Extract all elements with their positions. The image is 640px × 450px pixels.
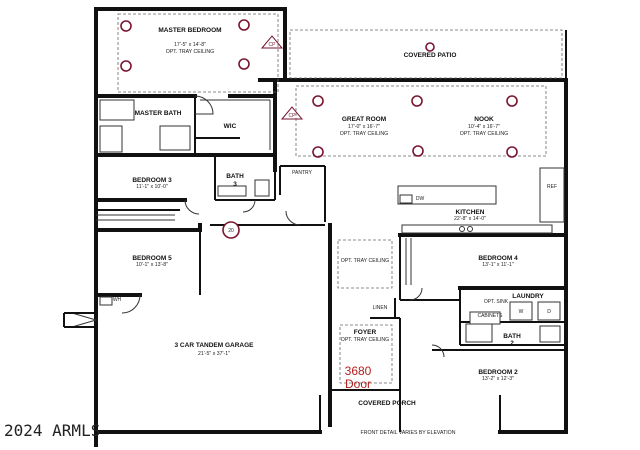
kitchen-name: KITCHEN xyxy=(456,209,485,216)
foyer-name: FOYER xyxy=(354,329,377,336)
annotation-line-1: 3680 xyxy=(345,364,372,378)
garage-dims: 21'-5" x 37'-1" xyxy=(198,351,230,357)
tray-ceiling-outlines xyxy=(117,13,563,384)
dryer-label: D xyxy=(547,309,551,315)
nook-note: OPT. TRAY CEILING xyxy=(460,131,508,137)
door-circle-marker: 20 xyxy=(222,221,240,239)
bath-3-number: 3 xyxy=(233,181,237,188)
bedroom-4-name: BEDROOM 4 xyxy=(478,255,518,262)
great-room-name: GREAT ROOM xyxy=(342,116,386,123)
fixtures xyxy=(96,99,565,343)
exterior-walls xyxy=(94,7,568,447)
master-bedroom-name: MASTER BEDROOM xyxy=(158,27,221,34)
door-size-annotation: 3680 Door xyxy=(345,364,372,391)
opt-sink-label: OPT. SINK xyxy=(484,299,509,305)
bath-2-number: 2 xyxy=(510,340,514,347)
master-bedroom-dims: 17'-5" x 14'-8" xyxy=(174,42,206,48)
bedroom-2-dims: 13'-2" x 12'-3" xyxy=(482,376,514,382)
door-circle-number: 20 xyxy=(228,228,234,234)
flex-tray-note: OPT. TRAY CEILING xyxy=(341,258,389,264)
ref-label: REF xyxy=(547,184,557,190)
kitchen-dims: 22'-8" x 14'-0" xyxy=(454,216,486,222)
covered-patio-name: COVERED PATIO xyxy=(404,52,457,59)
doors xyxy=(63,95,445,358)
bedroom-4-dims: 13'-1" x 11'-1" xyxy=(482,262,514,268)
master-bath-name: MASTER BATH xyxy=(135,110,182,117)
wh-label: WH xyxy=(113,297,122,303)
great-room-note: OPT. TRAY CEILING xyxy=(340,131,388,137)
copyright-watermark: 2024 ARMLS xyxy=(4,421,100,440)
garage-name: 3 CAR TANDEM GARAGE xyxy=(175,342,255,349)
master-bedroom-note: OPT. TRAY CEILING xyxy=(166,49,214,55)
cp-label-master: CP xyxy=(269,42,277,48)
annotation-line-2: Door xyxy=(345,377,371,391)
covered-porch-name: COVERED PORCH xyxy=(358,400,416,407)
bath-2-name: BATH xyxy=(503,333,521,340)
bedroom-2-name: BEDROOM 2 xyxy=(478,369,518,376)
interior-walls xyxy=(94,78,568,432)
cabinets-label: CABINETS xyxy=(477,313,503,319)
bedroom-5-dims: 10'-1" x 13'-8" xyxy=(136,262,168,268)
linen-name: LINEN xyxy=(373,305,388,311)
great-room-dims: 17'-0" x 16'-7" xyxy=(348,124,380,130)
pantry-name: PANTRY xyxy=(292,170,312,176)
wic-name: WIC xyxy=(224,123,237,130)
cp-label-great-room: CP xyxy=(289,113,297,119)
bedroom-3-name: BEDROOM 3 xyxy=(132,177,172,184)
nook-dims: 10'-4" x 16'-7" xyxy=(468,124,500,130)
fixture-labels: DW REF WH OPT. SINK CABINETS W D xyxy=(113,184,557,319)
room-labels: MASTER BEDROOM 17'-5" x 14'-8" OPT. TRAY… xyxy=(132,27,544,407)
washer-label: W xyxy=(519,309,524,315)
ceiling-lights xyxy=(120,19,518,158)
bath-3-name: BATH xyxy=(226,173,244,180)
laundry-name: LAUNDRY xyxy=(512,293,544,300)
nook-name: NOOK xyxy=(474,116,494,123)
bedroom-5-name: BEDROOM 5 xyxy=(132,255,172,262)
cp-markers: CP CP xyxy=(260,35,304,120)
foyer-note: OPT. TRAY CEILING xyxy=(341,337,389,343)
footer-note: FRONT DETAIL VARIES BY ELEVATION xyxy=(361,430,456,436)
dw-label: DW xyxy=(416,196,425,202)
bedroom-3-dims: 11'-1" x 10'-0" xyxy=(136,184,168,190)
